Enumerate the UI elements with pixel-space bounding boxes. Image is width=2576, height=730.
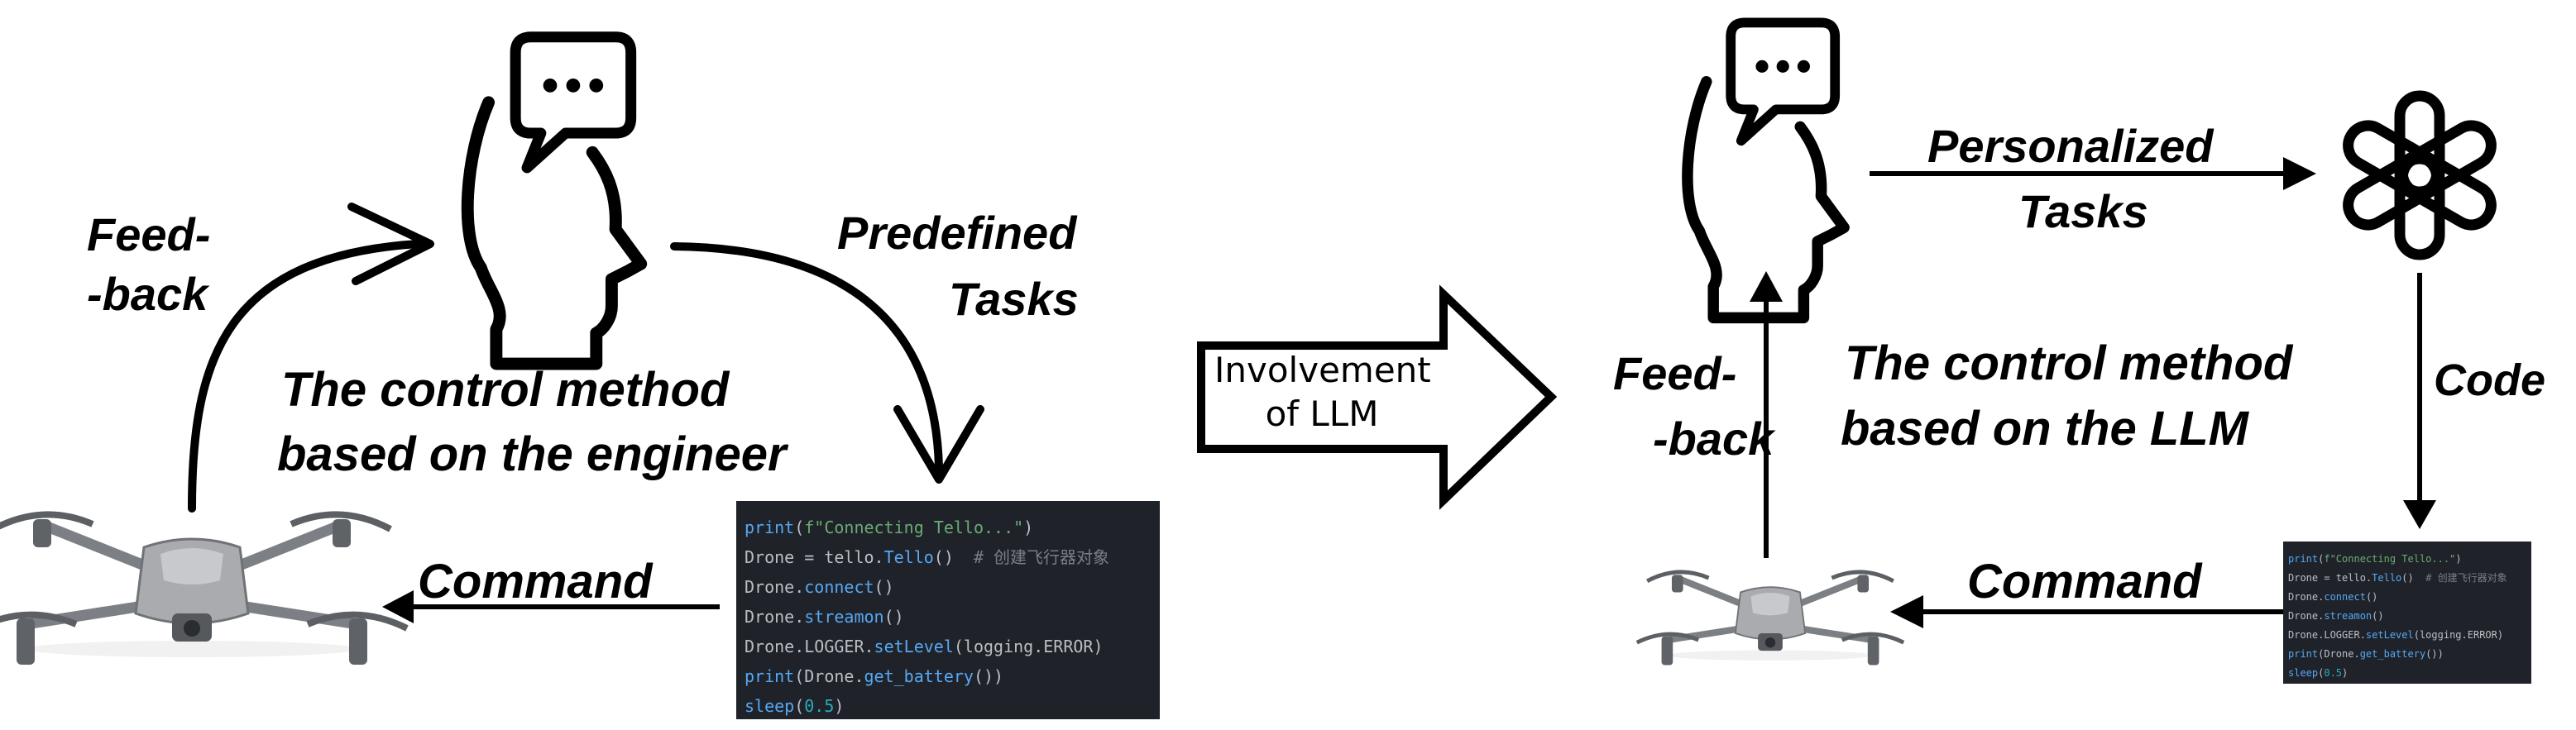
code-snippet-panel: print(f"Connecting Tello...") Drone = te… bbox=[736, 501, 1160, 719]
command-arrowhead-right bbox=[1890, 595, 1923, 628]
feedback-arrowhead bbox=[347, 203, 434, 285]
code-line: Drone = tello.Tello() # 创建飞行器对象 bbox=[2288, 572, 2507, 584]
command-label: Command bbox=[418, 555, 653, 608]
code-line: Drone = tello.Tello() # 创建飞行器对象 bbox=[745, 547, 1110, 567]
code-line: Drone.connect() bbox=[745, 577, 894, 597]
code-line: Drone.LOGGER.setLevel(logging.ERROR) bbox=[2288, 629, 2504, 641]
feedback-label-line2: -back bbox=[87, 268, 208, 320]
code-label: Code bbox=[2434, 355, 2545, 405]
code-line: Drone.streamon() bbox=[745, 607, 904, 627]
code-arrowhead bbox=[2403, 500, 2436, 529]
task-arrow bbox=[670, 242, 943, 471]
feedback-label-right-line1: Feed- bbox=[1613, 347, 1737, 399]
engineer-method-label-line2: based on the engineer bbox=[277, 427, 787, 481]
code-line: sleep(0.5) bbox=[2288, 667, 2349, 679]
feedback-arrowhead-right bbox=[1750, 271, 1783, 302]
task-arrowhead bbox=[893, 405, 984, 484]
code-line: print(Drone.get_battery()) bbox=[2288, 648, 2444, 660]
command-arrowhead bbox=[382, 590, 414, 623]
code-line: Drone.streamon() bbox=[2288, 610, 2384, 622]
code-snippet-panel-right: print(f"Connecting Tello...") Drone = te… bbox=[2283, 542, 2531, 684]
feedback-label-right-line2: -back bbox=[1653, 413, 1774, 465]
human-head-speech-icon bbox=[467, 37, 640, 364]
code-line: Drone.connect() bbox=[2288, 591, 2378, 603]
personalized-tasks-label-line1: Personalized bbox=[1927, 120, 2214, 172]
drone-icon bbox=[0, 514, 407, 665]
predefined-tasks-label-line1: Predefined bbox=[837, 207, 1077, 259]
predefined-tasks-label-line2: Tasks bbox=[949, 273, 1079, 325]
personalized-tasks-label-line2: Tasks bbox=[2018, 185, 2148, 237]
code-line: sleep(0.5) bbox=[745, 696, 845, 716]
involvement-of-llm-label: Involvement of LLM bbox=[1214, 349, 1431, 436]
engineer-method-label-line1: The control method bbox=[281, 363, 730, 417]
drone-icon-right bbox=[1637, 572, 1903, 666]
openai-logo-icon bbox=[2341, 96, 2498, 255]
code-line: print(f"Connecting Tello...") bbox=[2288, 553, 2462, 565]
involvement-label-line2: of LLM bbox=[1265, 393, 1379, 434]
involvement-label-line1: Involvement bbox=[1214, 350, 1431, 390]
code-line: Drone.LOGGER.setLevel(logging.ERROR) bbox=[745, 637, 1104, 656]
feedback-arrow bbox=[188, 240, 422, 513]
code-line: print(Drone.get_battery()) bbox=[745, 666, 1004, 686]
command-label-right: Command bbox=[1967, 555, 2202, 608]
llm-method-label-line1: The control method bbox=[1845, 336, 2293, 390]
involvement-block-arrow bbox=[1197, 284, 1558, 510]
llm-method-label-line2: based on the LLM bbox=[1841, 402, 2248, 456]
feedback-label-line1: Feed- bbox=[87, 208, 211, 260]
code-line: print(f"Connecting Tello...") bbox=[745, 518, 1034, 537]
task-arrowhead-right bbox=[2283, 157, 2316, 190]
